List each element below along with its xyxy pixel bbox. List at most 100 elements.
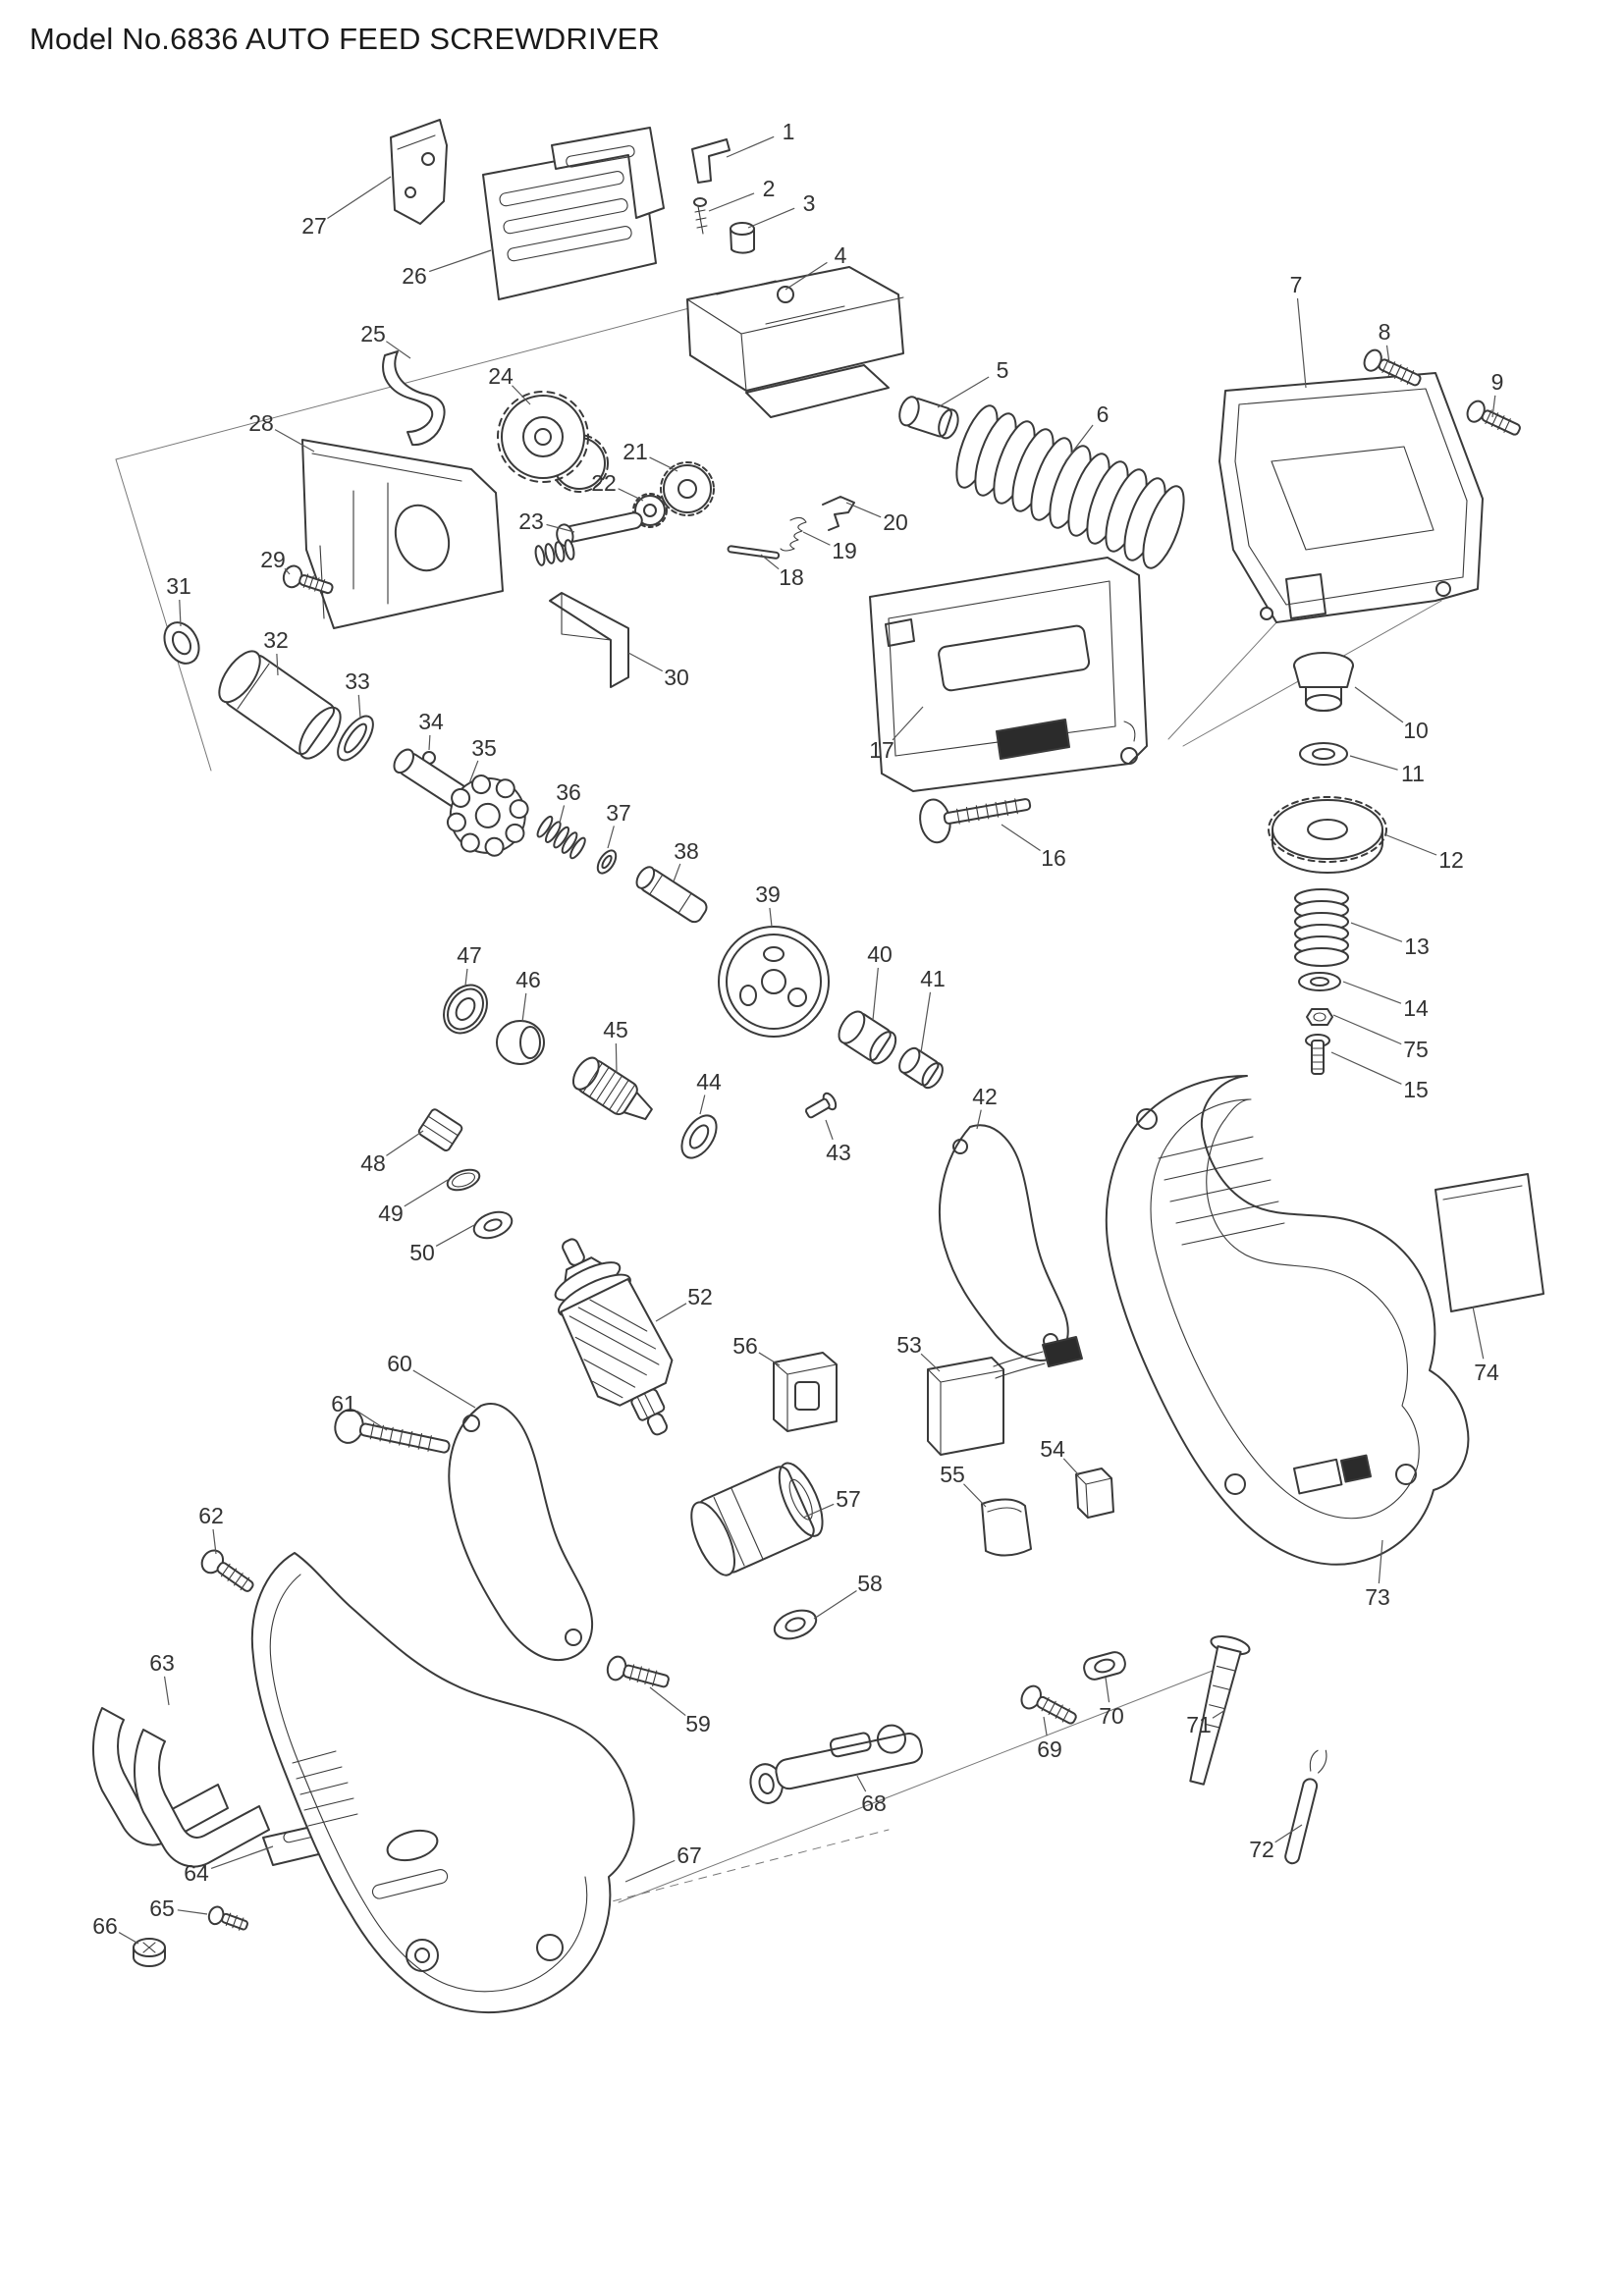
part-label-10: 10 <box>1403 718 1429 743</box>
leader-line-22 <box>618 488 644 502</box>
part-label-8: 8 <box>1379 319 1391 345</box>
leader-line-62 <box>212 1528 217 1555</box>
leader-line-12 <box>1383 833 1437 856</box>
part-label-53: 53 <box>896 1332 922 1358</box>
part-label-3: 3 <box>803 190 816 216</box>
part-65-drawing <box>207 1905 248 1931</box>
leader-line-49 <box>404 1179 449 1207</box>
leader-line-70 <box>1105 1677 1110 1703</box>
part-label-54: 54 <box>1040 1436 1065 1462</box>
part-63-drawing <box>92 1707 270 1868</box>
part-50-drawing <box>472 1210 514 1240</box>
leader-line-2 <box>708 192 755 212</box>
part-71-drawing <box>1189 1634 1251 1786</box>
part-60-drawing <box>448 1403 593 1662</box>
leader-line-73 <box>1378 1539 1383 1584</box>
part-10-drawing <box>1293 652 1354 712</box>
part-label-1: 1 <box>783 119 795 144</box>
part-label-6: 6 <box>1097 401 1110 427</box>
part-label-23: 23 <box>518 508 544 534</box>
leader-line-1 <box>726 135 775 158</box>
part-28-drawing <box>301 439 504 629</box>
leader-line-72 <box>1274 1824 1303 1843</box>
part-26-drawing <box>482 127 665 300</box>
part-label-27: 27 <box>301 213 327 239</box>
leader-line-34 <box>428 734 431 751</box>
leader-line-25 <box>386 341 411 359</box>
part-9-drawing <box>1466 400 1521 436</box>
leader-line-44 <box>699 1095 706 1115</box>
part-36-drawing <box>536 815 586 860</box>
part-label-52: 52 <box>687 1284 713 1309</box>
leader-line-29 <box>284 567 291 575</box>
part-label-42: 42 <box>972 1084 998 1109</box>
leader-line-61 <box>356 1410 388 1431</box>
part-21-drawing <box>660 461 715 516</box>
part-23-drawing <box>534 511 643 566</box>
leader-line-41 <box>920 991 932 1053</box>
part-label-17: 17 <box>869 737 894 763</box>
part-46-drawing <box>496 1020 545 1065</box>
part-label-40: 40 <box>867 941 893 967</box>
part-19-drawing <box>780 516 807 552</box>
part-label-38: 38 <box>674 838 699 864</box>
part-label-70: 70 <box>1099 1703 1124 1729</box>
part-label-36: 36 <box>556 779 581 805</box>
part-label-4: 4 <box>835 242 847 268</box>
leader-line-57 <box>802 1503 835 1519</box>
part-label-30: 30 <box>664 665 689 690</box>
leader-line-5 <box>937 376 990 408</box>
part-72-drawing <box>1284 1749 1327 1865</box>
leader-line-17 <box>892 706 924 741</box>
leader-line-60 <box>412 1369 476 1409</box>
leader-line-6 <box>1064 424 1094 462</box>
part-label-60: 60 <box>387 1351 412 1376</box>
part-label-59: 59 <box>685 1711 711 1736</box>
leader-line-10 <box>1354 686 1404 723</box>
part-14-drawing <box>1298 972 1341 991</box>
leader-line-65 <box>177 1909 208 1915</box>
part-17-drawing <box>869 557 1148 792</box>
part-75-drawing <box>1306 1008 1333 1026</box>
leader-line-35 <box>468 760 479 784</box>
part-label-67: 67 <box>677 1842 702 1868</box>
part-41-drawing <box>898 1046 944 1090</box>
leader-line-4 <box>785 261 828 291</box>
part-2-drawing <box>693 197 708 235</box>
part-label-58: 58 <box>857 1571 883 1596</box>
leader-line-52 <box>655 1303 687 1322</box>
part-20-drawing <box>822 496 855 531</box>
leader-line-43 <box>825 1119 834 1141</box>
leader-line-56 <box>758 1352 781 1366</box>
part-label-18: 18 <box>779 564 804 590</box>
part-4-drawing <box>686 266 904 418</box>
leader-line-18 <box>760 554 780 570</box>
part-33-drawing <box>337 715 374 762</box>
part-7-drawing <box>1218 372 1484 623</box>
leader-line-20 <box>845 502 882 518</box>
part-53-drawing <box>927 1336 1083 1456</box>
part-label-31: 31 <box>166 573 191 599</box>
leader-line-45 <box>615 1042 618 1074</box>
leader-line-68 <box>856 1775 867 1792</box>
part-29-drawing <box>282 564 334 595</box>
leader-line-69 <box>1043 1716 1048 1736</box>
leader-line-39 <box>769 907 773 928</box>
leader-line-19 <box>802 531 831 546</box>
labels-layer: 1234567891011121314751516171819202122232… <box>92 119 1503 1945</box>
part-30-drawing <box>549 592 629 688</box>
leader-line-11 <box>1349 755 1398 771</box>
part-label-72: 72 <box>1249 1837 1274 1862</box>
leader-line-67 <box>624 1859 676 1883</box>
part-label-61: 61 <box>331 1391 356 1416</box>
leader-line-74 <box>1472 1306 1485 1360</box>
leader-line-24 <box>512 385 531 405</box>
part-11-drawing <box>1299 742 1348 766</box>
part-31-drawing <box>163 621 200 665</box>
leader-line-75 <box>1332 1014 1402 1045</box>
part-label-21: 21 <box>623 439 648 464</box>
part-43-drawing <box>805 1092 838 1119</box>
part-label-28: 28 <box>248 410 274 436</box>
leader-line-38 <box>673 863 681 882</box>
part-label-68: 68 <box>861 1790 887 1816</box>
